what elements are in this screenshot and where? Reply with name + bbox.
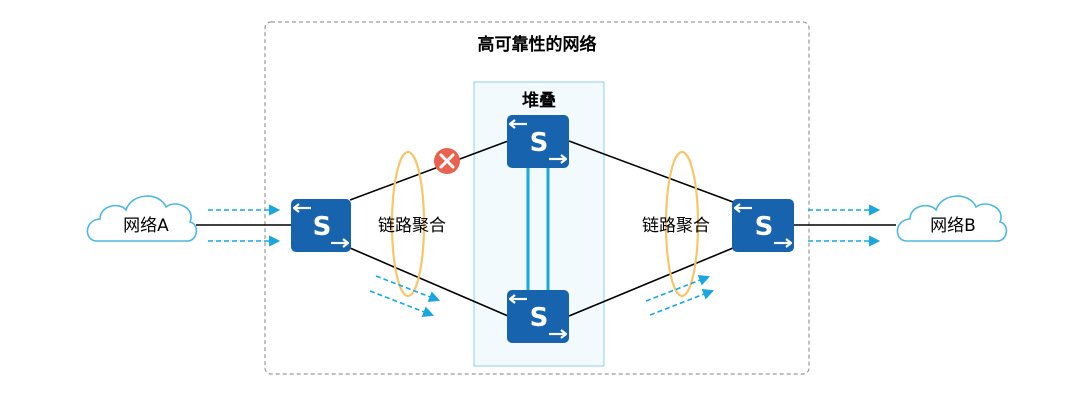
network-b-cloud: 网络B [896,195,1008,242]
switch-stack-bottom-glyph: S [530,303,549,333]
switch-stack-top: S [507,115,569,168]
left-upper-link [349,140,509,201]
left-aggregation-label: 链路聚合 [378,216,446,236]
right-aggregation-label: 链路聚合 [642,216,710,236]
left-lower-link [349,247,509,317]
switch-right: S [732,199,794,252]
right-upper-link [568,140,734,203]
network-a-label: 网络A [123,216,169,236]
traffic-arrow-left-2 [369,290,435,317]
switch-stack-bottom: S [507,290,569,343]
switch-right-glyph: S [755,212,774,242]
traffic-arrow-left-1 [375,275,441,302]
traffic-arrows [208,204,881,317]
switch-left-glyph: S [313,212,332,242]
traffic-arrow-right-1 [645,275,711,302]
stack-label: 堆叠 [522,90,556,111]
reliability-frame [264,21,810,375]
diagram-title: 高可靠性的网络 [478,34,597,55]
cross-icon [434,148,460,174]
switch-left: S [291,199,351,252]
left-aggregation-ellipse [390,150,426,298]
network-a-cloud: 网络A [86,195,198,242]
network-b-label: 网络B [930,216,976,236]
right-aggregation-ellipse [664,150,700,298]
switch-stack-top-glyph: S [530,128,549,158]
traffic-arrow-right-2 [649,289,715,316]
right-lower-link [568,247,734,317]
